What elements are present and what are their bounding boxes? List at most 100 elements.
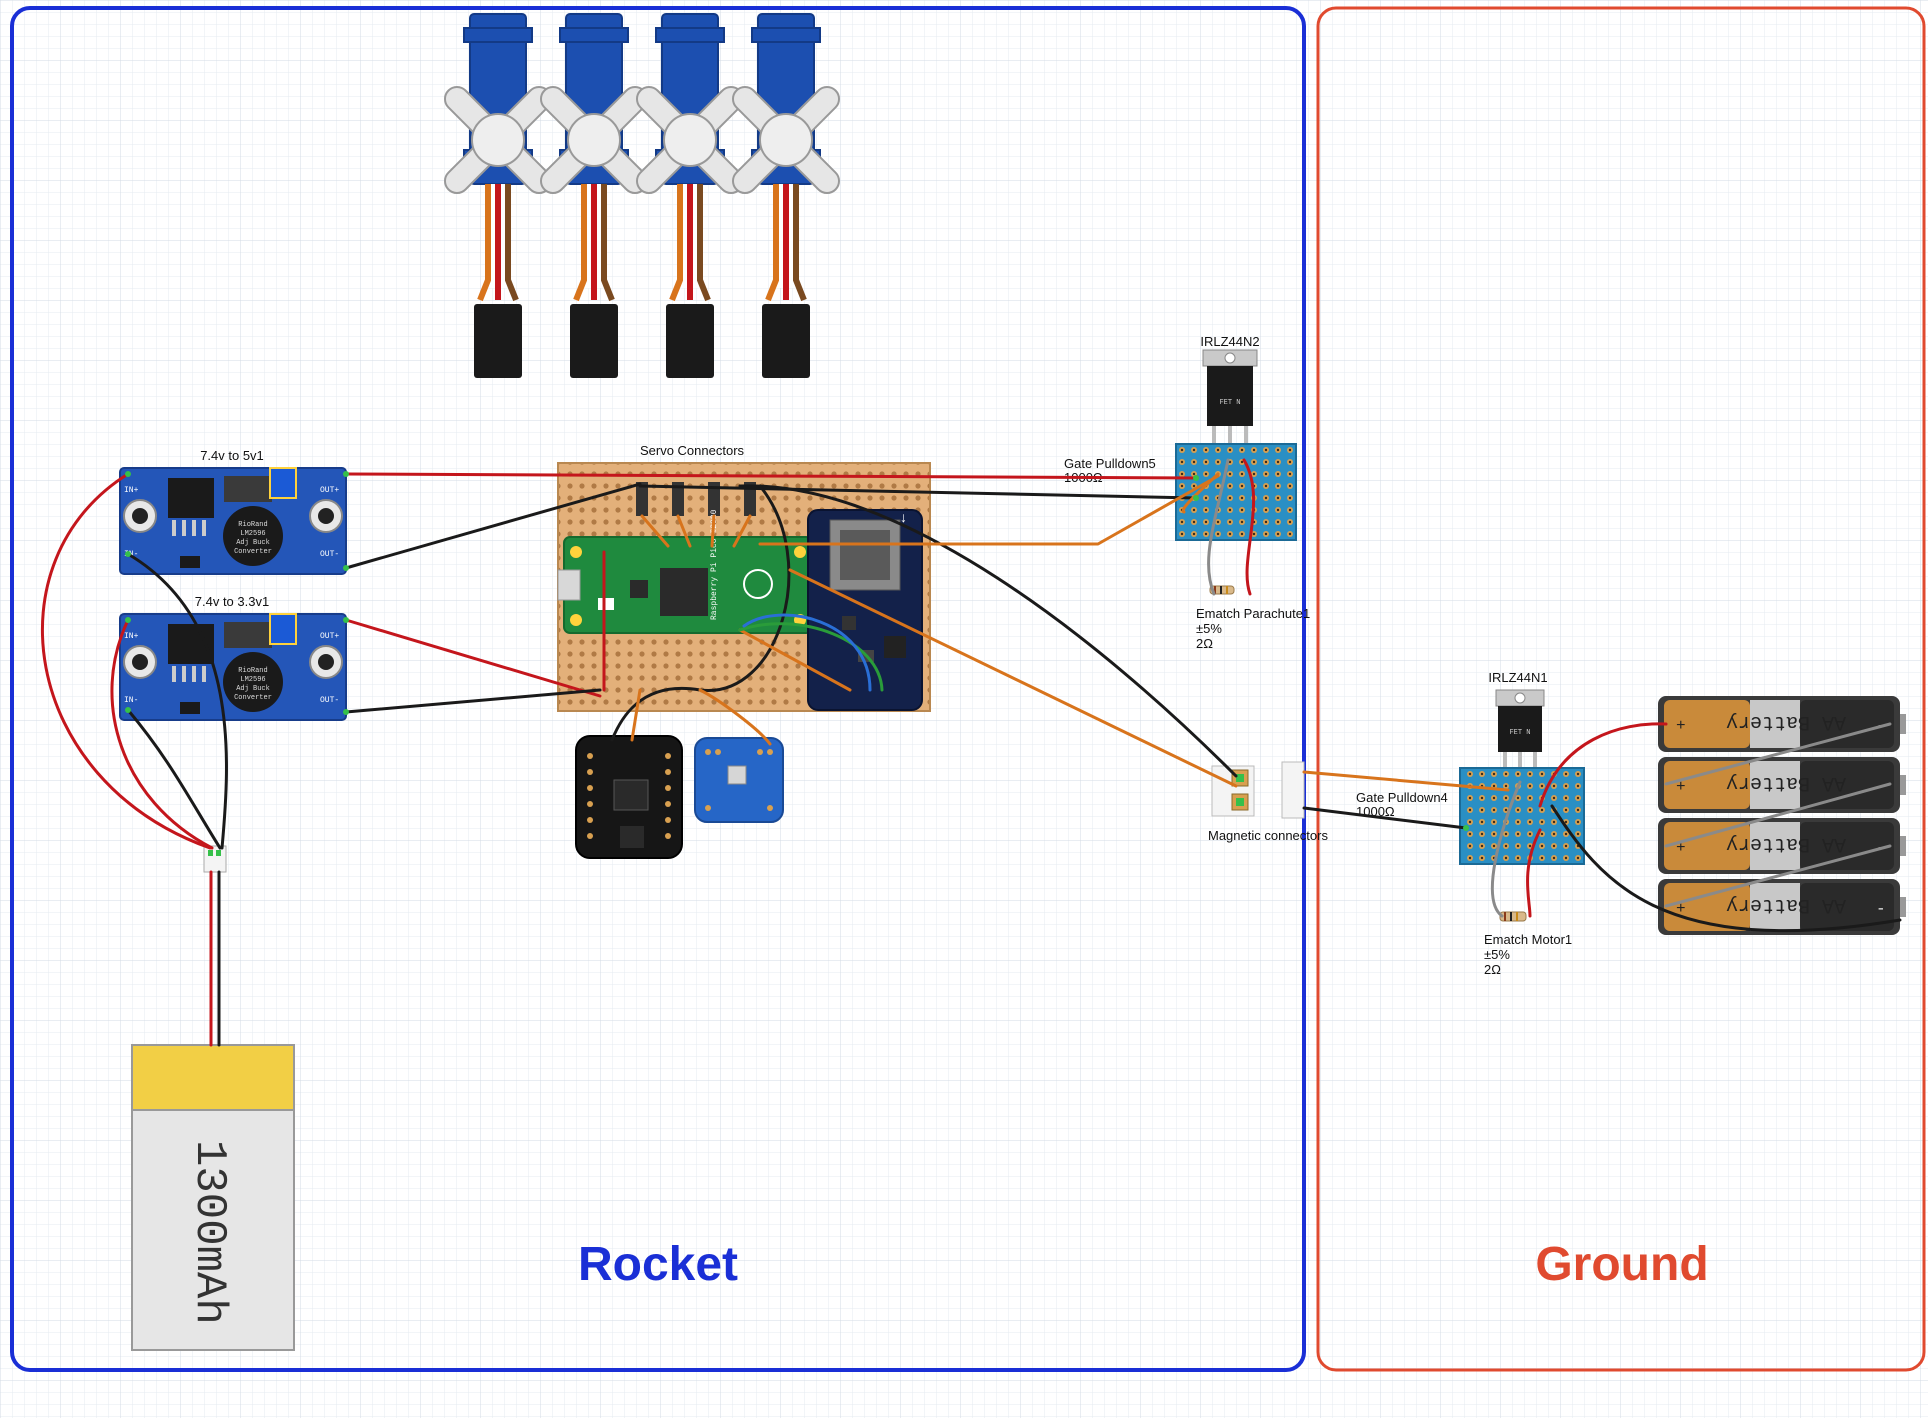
wire-battery-series-3: [1664, 844, 1892, 908]
lipo-battery: 1300mAh: [131, 1044, 295, 1351]
servo-motor: [731, 13, 841, 378]
svg-text:+: +: [1676, 717, 1686, 735]
ematch-parachute-resistor: [1209, 585, 1235, 595]
wire-endpoints: [125, 471, 1469, 831]
buck-33v-board-text-4: Converter: [234, 694, 272, 702]
sd-arrow-icon: ↓: [900, 509, 907, 525]
ground-zone-title: Ground: [1535, 1238, 1708, 1291]
wire-battery-series-2: [1664, 782, 1892, 848]
wire-orange-servo3: [710, 514, 716, 548]
wire-orange-parachute-gate: [758, 474, 1220, 546]
servo-motor: [635, 13, 745, 378]
buck-5v-board-text-2: LM2596: [240, 530, 265, 538]
aa-battery: +-AA Battery: [1658, 818, 1906, 874]
ematch-parachute-value: 2Ω: [1196, 636, 1213, 651]
ematch-motor-name: Ematch Motor1: [1484, 932, 1572, 947]
buck-5v-board-text-3: Adj Buck: [236, 539, 270, 547]
wire-black-servo-rail: [638, 484, 1198, 500]
wire-black-to-magnetic: [738, 484, 1238, 778]
aa-battery-label: AA Battery: [1726, 771, 1846, 794]
ground-zone-border: [1316, 6, 1926, 1372]
wire-orange-imu: [630, 688, 642, 742]
svg-text:-: -: [1876, 900, 1886, 918]
buck-5v-pin-out-minus: OUT-: [320, 550, 339, 559]
sd-card-module: ↓: [807, 509, 923, 711]
ematch-parachute-name: Ematch Parachute1: [1196, 606, 1310, 621]
ematch-motor-value: 2Ω: [1484, 962, 1501, 977]
buck-5v-board-text-4: Converter: [234, 548, 272, 556]
aa-battery-label: AA Battery: [1726, 710, 1846, 733]
buck-33v-pin-in-plus: IN+: [124, 632, 139, 641]
wire-black-magnetic-motor: [1302, 806, 1468, 830]
raspberry-pi-pico: Raspberry Pi Pico ©2020: [557, 509, 813, 634]
wire-jst-black-33v: [126, 708, 222, 850]
wire-orange-servo2: [676, 514, 692, 548]
servo-connectors-label: Servo Connectors: [640, 443, 745, 458]
wire-motor-black-battery: [1550, 804, 1902, 933]
wire-parachute-orange: [1181, 472, 1220, 514]
wire-parachute-gray: [1207, 458, 1230, 596]
pico-silkscreen: Raspberry Pi Pico ©2020: [710, 509, 719, 620]
servo-motor: [443, 13, 553, 378]
aa-battery: +-AA Battery: [1658, 757, 1906, 813]
wire-battery-series-1: [1664, 722, 1892, 786]
buck-converter-33v: RioRand LM2596 Adj Buck Converter IN+ IN…: [119, 613, 347, 721]
buck-33v-pin-in-minus: IN-: [124, 696, 138, 705]
wire-33v-out-red: [344, 618, 602, 698]
wire-motor-red-to-battery: [1538, 722, 1668, 808]
imu-breakout: [575, 735, 683, 859]
servo-header-pins: [636, 482, 756, 516]
barometer-breakout: [694, 737, 784, 823]
wire-orange-magnetic-motor: [1302, 770, 1510, 792]
protoboard-motor: [1459, 767, 1585, 865]
wire-motor-gray-ematch: [1490, 780, 1522, 918]
aa-battery: +-AA Battery: [1658, 696, 1906, 752]
svg-text:+: +: [1676, 839, 1686, 857]
wires: [41, 458, 1902, 1047]
wire-5v-out-black: [344, 482, 642, 570]
ematch-motor-resistor: [1499, 911, 1527, 922]
wire-orange-servo4: [732, 514, 752, 548]
wire-parachute-red: [1242, 458, 1256, 596]
servo-motor: [539, 13, 649, 378]
buck-5v-pin-in-plus: IN+: [124, 486, 139, 495]
wire-jst-red-5v: [41, 472, 212, 850]
ematch-motor-tolerance: ±5%: [1484, 947, 1510, 962]
gate-pulldown4-name: Gate Pulldown4: [1356, 790, 1448, 805]
mosfet-parachute-tab-text: FET N: [1219, 399, 1240, 407]
buck-5v-label: 7.4v to 5v1: [200, 448, 264, 463]
wire-orange-baro: [698, 688, 772, 746]
magnetic-connectors-label: Magnetic connectors: [1208, 828, 1328, 843]
buck-33v-board-text-2: LM2596: [240, 676, 265, 684]
aa-battery-label: AA Battery: [1726, 893, 1846, 916]
wire-jst-red-33v: [110, 618, 214, 850]
protoboard-parachute: [1175, 443, 1297, 541]
buck-33v-label: 7.4v to 3.3v1: [195, 594, 269, 609]
svg-text:+: +: [1676, 900, 1686, 918]
aa-battery-label: AA Battery: [1726, 832, 1846, 855]
wire-orange-sd: [738, 628, 852, 692]
buck-33v-board-text: RioRand: [238, 667, 267, 675]
wire-orange-servo1: [640, 514, 670, 548]
mosfet-motor-label: IRLZ44N1: [1488, 670, 1547, 685]
servo-group: [443, 13, 841, 378]
buck-33v-pin-out-plus: OUT+: [320, 632, 339, 641]
lipo-capacity-label: 1300mAh: [184, 1140, 234, 1325]
wire-green-sd: [738, 622, 884, 692]
buck-converter-5v: RioRand LM2596 Adj Buck Converter IN+ IN…: [119, 467, 347, 575]
gate-pulldown5-name: Gate Pulldown5: [1064, 456, 1156, 471]
magnetic-connector-ground: [1281, 761, 1305, 819]
buck-33v-board-text-3: Adj Buck: [236, 685, 270, 693]
svg-text:+: +: [1676, 778, 1686, 796]
wire-orange-motor-gate: [788, 568, 1238, 788]
mosfet-motor-tab-text: FET N: [1509, 729, 1530, 737]
ematch-parachute-tolerance: ±5%: [1196, 621, 1222, 636]
jst-connector: [203, 845, 227, 873]
mosfet-parachute-label: IRLZ44N2: [1200, 334, 1259, 349]
wire-black-pico-loop: [610, 484, 791, 742]
wire-33v-out-black: [344, 688, 602, 714]
rocket-zone-title: Rocket: [578, 1238, 738, 1291]
mosfet-parachute: FET N: [1202, 349, 1258, 460]
wire-5v-out-red: [344, 472, 1198, 480]
